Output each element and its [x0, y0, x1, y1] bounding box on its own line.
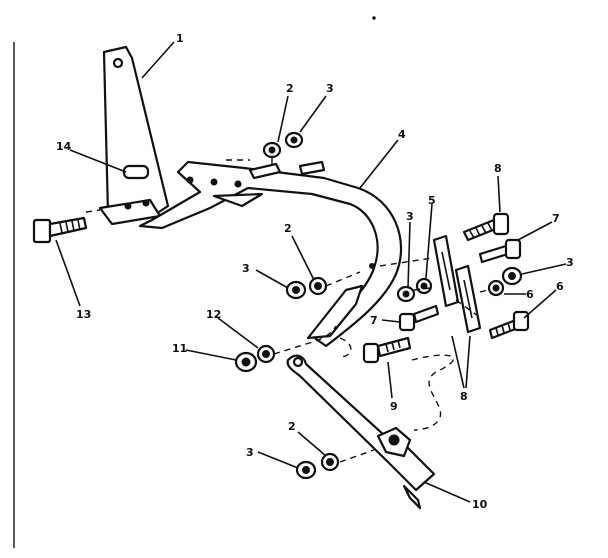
bolt-8-lower: [488, 310, 530, 340]
pin-ends: [248, 160, 326, 180]
callout-6-near: 6: [526, 288, 534, 301]
bolt-7-lower: [398, 304, 440, 332]
lower-bar: [286, 354, 436, 510]
upright-bracket: [98, 45, 170, 226]
callout-2-bottom: 2: [288, 420, 296, 433]
bolt-9: [362, 336, 412, 364]
callout-5: 5: [428, 194, 436, 207]
callout-14: 14: [56, 140, 72, 153]
callout-12: 12: [206, 308, 221, 321]
callout-3-right: 3: [406, 210, 414, 223]
nut-2-upper: [262, 141, 282, 159]
washer-12: [256, 344, 276, 364]
callout-9: 9: [390, 400, 398, 413]
callout-13: 13: [76, 308, 91, 321]
nut-11: [234, 351, 258, 373]
link-plates: [432, 234, 482, 334]
callout-8-lower: 8: [460, 390, 468, 403]
callouts: 1 2 3 4 14 13 2 3 12 11 9 3 5 8 7 3 6 6 …: [56, 32, 574, 511]
washer-6-far: [487, 279, 505, 297]
bolt-7-upper: [478, 238, 522, 264]
stray-dot: [372, 16, 376, 20]
callout-8-upper: 8: [494, 162, 502, 175]
nut-3-bottom: [295, 460, 317, 480]
callout-3-bottom: 3: [246, 446, 254, 459]
washer-2-mid: [308, 276, 328, 296]
nut-3-mid: [285, 280, 307, 300]
callout-3-far: 3: [566, 256, 574, 269]
callout-2: 2: [286, 82, 294, 95]
callout-6-far: 6: [556, 280, 564, 293]
callout-7-lower: 7: [370, 314, 378, 327]
callout-11: 11: [172, 342, 187, 355]
callout-3-mid: 3: [242, 262, 250, 275]
nut-3-right: [396, 285, 416, 303]
nut-3-upper: [284, 131, 304, 149]
plow-standard: [138, 160, 403, 348]
callout-3: 3: [326, 82, 334, 95]
callout-10: 10: [472, 498, 488, 511]
callout-2-mid: 2: [284, 222, 292, 235]
callout-4: 4: [398, 128, 406, 141]
washer-2-bottom: [320, 452, 340, 472]
nut-3-far: [501, 266, 523, 286]
callout-7-upper: 7: [552, 212, 560, 225]
callout-1: 1: [176, 32, 184, 45]
bolt-8-upper: [462, 212, 510, 242]
leader-lines: [55, 41, 567, 503]
washer-2-right: [415, 277, 433, 295]
assembly-lines: [85, 158, 489, 463]
bolt-13: [32, 216, 88, 244]
